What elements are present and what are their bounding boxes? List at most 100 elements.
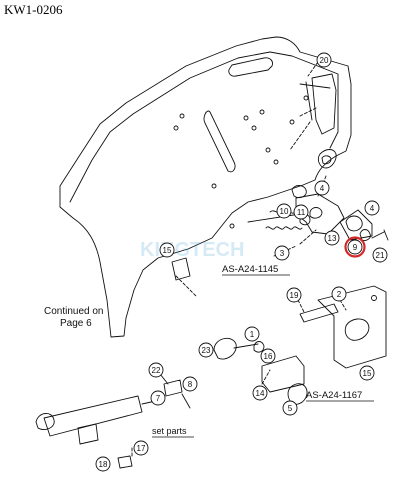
callout-7: 7 <box>150 390 166 406</box>
side-plate-outline <box>59 36 352 338</box>
washer-4 <box>291 185 307 199</box>
callout-20: 20 <box>316 52 332 68</box>
plate-slot-diagonal <box>203 110 236 173</box>
callout-11: 11 <box>293 204 309 220</box>
callout-2: 2 <box>331 286 347 302</box>
callout-18: 18 <box>95 456 111 472</box>
callout-circle <box>359 365 375 381</box>
callout-number: 7 <box>156 394 161 403</box>
callout-number: 23 <box>202 346 211 355</box>
piston-cylinder <box>43 395 143 437</box>
bolt-21 <box>371 229 389 241</box>
assembly-label-1145: AS-A24-1145 <box>222 264 290 276</box>
lead-line-15a <box>175 275 197 297</box>
plate-cutout <box>311 73 337 135</box>
callout-19: 19 <box>286 287 302 303</box>
assembly-label-text: set parts <box>152 426 187 436</box>
callout-circle <box>314 180 330 196</box>
side-plate-inner-edge <box>69 51 339 203</box>
callout-number: 15 <box>363 369 372 378</box>
plate-bolt-holes <box>173 95 309 229</box>
bracket-1167-hole <box>371 295 377 301</box>
callout-22: 22 <box>148 362 164 378</box>
bracket-1167-slot <box>344 318 370 341</box>
callout-number: 22 <box>152 366 161 375</box>
callout-circle <box>276 203 292 219</box>
connector-18 <box>117 455 133 469</box>
callout-circle <box>244 326 260 342</box>
callout-number: 1 <box>250 330 255 339</box>
callout-circle <box>324 230 340 246</box>
lead-line-2 <box>339 299 347 311</box>
callout-number: 21 <box>376 251 385 260</box>
callout-number: 20 <box>320 56 329 65</box>
watermark: KINGTECH <box>140 239 244 261</box>
assembly-label-1167: AS-A24-1167 <box>306 390 374 402</box>
callout-number: 9 <box>353 243 358 252</box>
callout-circle <box>274 245 290 261</box>
bracket-1145 <box>339 209 373 241</box>
callout-15: 15 <box>359 365 375 381</box>
roller-4b <box>345 215 363 232</box>
bracket-7 <box>163 379 183 397</box>
callout-number: 19 <box>290 291 299 300</box>
nut-9 <box>359 229 371 241</box>
callout-circle <box>150 390 166 406</box>
callout-circle <box>331 286 347 302</box>
pin-1 <box>233 343 259 349</box>
callout-circle <box>159 242 175 258</box>
callout-number: 4 <box>320 184 325 193</box>
callout-17: 17 <box>133 440 149 456</box>
callout-number: 18 <box>99 460 108 469</box>
callout-4: 4 <box>364 200 380 216</box>
piston-clevis <box>77 423 99 445</box>
callout-number: 13 <box>328 234 337 243</box>
callout-circle <box>95 456 111 472</box>
callout-1: 1 <box>244 326 260 342</box>
lead-line-19 <box>297 299 305 313</box>
callout-circle <box>198 342 214 358</box>
assembly-label-text: AS-A24-1145 <box>222 264 278 275</box>
washer-16 <box>253 341 265 353</box>
bracket-1167-flange <box>299 303 339 323</box>
callout-number: 17 <box>137 444 146 453</box>
callout-circle <box>347 239 363 255</box>
callout-circle <box>316 52 332 68</box>
continued-note-line-1: Continued on <box>44 306 104 317</box>
callout-circle <box>364 200 380 216</box>
document-id: KW1-0206 <box>4 2 63 17</box>
callout-number: 3 <box>280 249 285 258</box>
callout-number: 14 <box>256 389 265 398</box>
coil-spring <box>265 226 303 230</box>
callout-number: 8 <box>188 380 193 389</box>
callout-circle <box>372 247 388 263</box>
part-15-block <box>171 257 191 281</box>
highlight-ring <box>344 236 366 258</box>
callout-number: 2 <box>337 290 342 299</box>
assembly-label-text: AS-A24-1167 <box>306 390 362 401</box>
callout-number: 11 <box>297 208 306 217</box>
callout-13: 13 <box>324 230 340 246</box>
callout-9: 9 <box>344 236 366 258</box>
callout-circle <box>282 400 298 416</box>
callout-circle <box>286 287 302 303</box>
lever-13-pivot <box>309 207 323 219</box>
callout-number: 16 <box>264 352 273 361</box>
lead-line-plate <box>289 107 317 151</box>
callout-3: 3 <box>274 245 290 261</box>
bracket-1167-plate <box>317 285 387 369</box>
carriage-14 <box>261 355 305 393</box>
callout-14: 14 <box>252 385 268 401</box>
callout-number: 5 <box>288 404 293 413</box>
callout-8: 8 <box>182 376 198 392</box>
callout-circle <box>133 440 149 456</box>
callout-circle <box>252 385 268 401</box>
callout-number: 10 <box>280 207 289 216</box>
callout-10: 10 <box>276 203 292 219</box>
assembly-label-setparts: set parts <box>152 426 194 438</box>
callout-circle <box>182 376 198 392</box>
lead-line-20 <box>307 61 319 77</box>
callout-circle <box>293 204 309 220</box>
